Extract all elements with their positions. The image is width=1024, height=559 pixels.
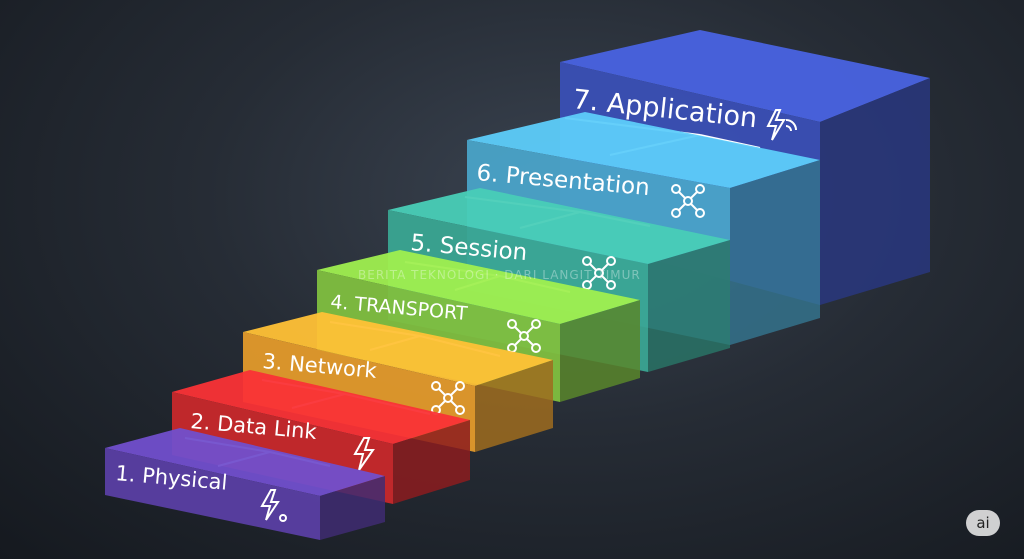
watermark-text: BERITA TEKNOLOGI · DARI LANGIT TIMUR — [358, 268, 641, 282]
lightning-wifi-icon — [766, 109, 797, 141]
network-nodes-icon — [507, 319, 541, 353]
lightning-plug-icon — [260, 489, 287, 522]
network-nodes-icon — [582, 256, 616, 290]
lightning-icon — [353, 437, 375, 471]
network-nodes-icon — [431, 381, 465, 415]
layer-1-block: 1. Physical — [105, 428, 385, 540]
ai-badge: ai — [966, 510, 1000, 536]
network-nodes-icon — [671, 184, 705, 218]
